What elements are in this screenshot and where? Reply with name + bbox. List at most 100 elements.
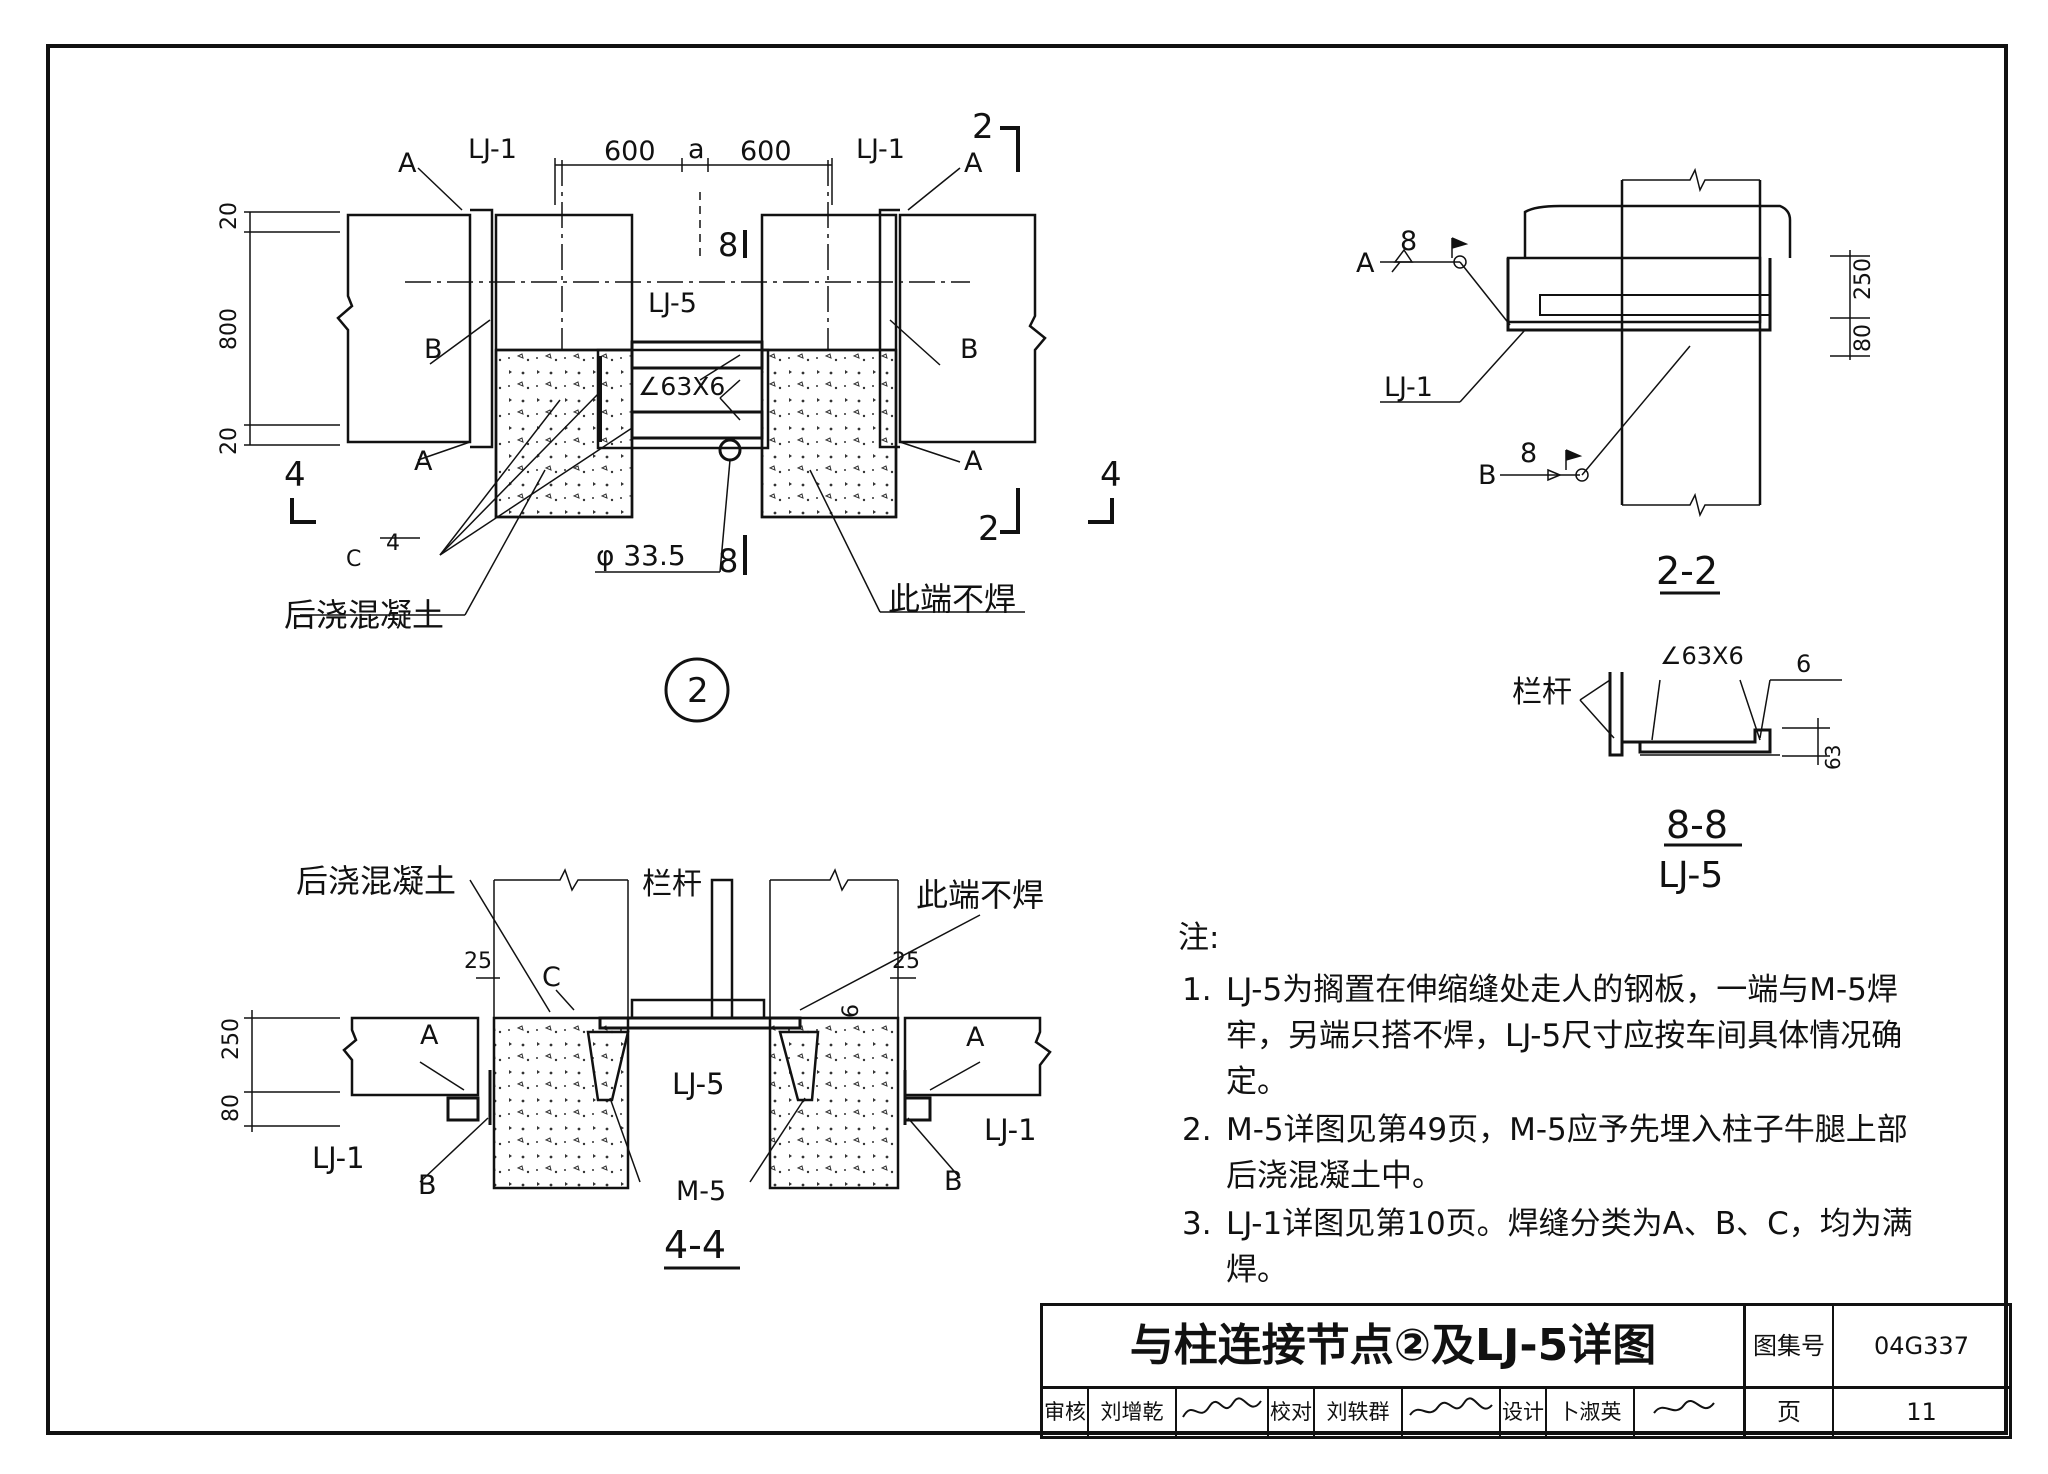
label-22-weld-b-size: 8 [1520, 438, 1537, 469]
label-88-weld-size: 6 [1796, 650, 1811, 678]
label-44-dim-80: 80 [219, 1094, 244, 1122]
right-concrete [760, 348, 898, 519]
label-no-weld: 此端不焊 [888, 580, 1016, 618]
note-item: 3. LJ-1详图见第10页。焊缝分类为A、B、C，均为满焊。 [1178, 1201, 1938, 1293]
label-22-lj1: LJ-1 [1384, 372, 1433, 403]
label-cut-2-bottom: 2 [978, 509, 1000, 549]
label-lj5: LJ-5 [648, 288, 697, 319]
label-dim-800: 800 [217, 308, 242, 350]
label-a: a [688, 134, 705, 165]
section-2-2-title: 2-2 [1656, 549, 1718, 593]
label-44-lj1-right: LJ-1 [984, 1113, 1037, 1147]
cut-2-bottom [1000, 488, 1020, 534]
label-weld-a-tl: A [398, 148, 417, 179]
column-2-2 [1620, 180, 1762, 505]
signature-mark [1409, 1397, 1493, 1416]
angle-top [630, 340, 764, 370]
note-text: M-5详图见第49页，M-5应予先埋入柱子牛腿上部后浇混凝土中。 [1226, 1112, 1908, 1194]
left-beam-44 [342, 1016, 480, 1097]
label-44-post-concrete: 后浇混凝土 [296, 862, 456, 900]
checker-signature [1403, 1389, 1501, 1436]
label-post-concrete: 后浇混凝土 [284, 596, 444, 634]
label-44-railing: 栏杆 [642, 867, 702, 902]
detail-2-marker: 2 [687, 671, 709, 711]
label-weld-a-bl: A [414, 446, 433, 477]
label-44-weld-a-left: A [420, 1020, 439, 1051]
section-8-8 [1579, 672, 1842, 847]
label-weld-a-br: A [964, 446, 983, 477]
reviewer-signature [1177, 1389, 1269, 1436]
m5-left [586, 1030, 630, 1102]
sheet-border [46, 44, 2008, 1435]
label-22-dim-80: 80 [1851, 324, 1876, 352]
label-weld-b-r: B [960, 334, 979, 365]
label-weld-b-l: B [424, 334, 443, 365]
notes: 注: 1. LJ-5为搁置在伸缩缝处走人的钢板，一端与M-5焊牢，另端只搭不焊，… [1178, 915, 1938, 1295]
pipe-circle [718, 438, 742, 462]
right-concrete-44 [768, 1016, 900, 1190]
title-block: 与柱连接节点②及LJ-5详图 图集号 04G337 审核 刘增乾 校对 刘轶群 … [1040, 1303, 2012, 1439]
notes-heading: 注: [1178, 920, 1220, 956]
label-cut-2-top: 2 [972, 107, 994, 147]
lj1-channel [1506, 256, 1762, 324]
label-pipe: φ 33.5 [596, 539, 686, 572]
label-44-weld-c: C [542, 962, 561, 993]
cut-2-top [1000, 126, 1020, 172]
beam-section [1523, 204, 1792, 258]
designer-name: 卜淑英 [1547, 1389, 1635, 1436]
cut-4-left [290, 498, 316, 524]
label-lj1-left: LJ-1 [468, 134, 517, 165]
checker-name: 刘轶群 [1315, 1389, 1403, 1436]
label-44-dim-6: 6 [839, 1004, 864, 1018]
label-44-weld-b-right: B [944, 1166, 963, 1197]
label-dim-20-bottom: 20 [217, 427, 242, 455]
railing-post [1608, 672, 1624, 757]
atlas-label: 图集号 [1746, 1306, 1834, 1389]
label-dim-20-top: 20 [217, 202, 242, 230]
section-4-4-title: 4-4 [664, 1223, 726, 1267]
label-lj1-right: LJ-1 [856, 134, 905, 165]
label-88-railing: 栏杆 [1512, 675, 1572, 710]
section-2-2 [1380, 167, 1870, 595]
note-number: 1. [1182, 972, 1212, 1008]
label-weld-a-tr: A [964, 148, 983, 179]
note-number: 3. [1182, 1206, 1212, 1242]
cut-4-right [1088, 498, 1114, 524]
design-label: 设计 [1501, 1389, 1547, 1436]
label-44-lj1-left: LJ-1 [312, 1141, 365, 1175]
label-cut-8-top: 8 [718, 226, 738, 264]
label-weld-c-size: 4 [386, 531, 400, 556]
label-44-weld-a-right: A [966, 1022, 985, 1053]
label-22-weld-a: A [1356, 248, 1375, 279]
detail-2-labels: LJ-1 600 a 600 LJ-1 2 2 4 4 8 8 20 800 2… [217, 107, 1122, 711]
signature-mark [1182, 1397, 1262, 1418]
label-88-dim-63: 63 [1821, 745, 1845, 770]
right-beam [898, 213, 1047, 444]
label-weld-c: C [346, 547, 361, 572]
label-cut-8-bottom: 8 [718, 542, 738, 580]
note-item: 2. M-5详图见第49页，M-5应予先埋入柱子牛腿上部后浇混凝土中。 [1178, 1107, 1938, 1199]
section-8-8-subtitle: LJ-5 [1658, 855, 1723, 896]
detail-2-circle [664, 657, 730, 723]
section-4-4-labels: 后浇混凝土 栏杆 此端不焊 25 25 C 6 250 80 A A LJ-5 … [219, 862, 1044, 1267]
note-item: 1. LJ-5为搁置在伸缩缝处走人的钢板，一端与M-5焊牢，另端只搭不焊，LJ-… [1178, 967, 1938, 1105]
note-text: LJ-1详图见第10页。焊缝分类为A、B、C，均为满焊。 [1226, 1206, 1913, 1288]
section-8-8-labels: 栏杆 ∠63X6 6 63 8-8 LJ-5 [1512, 642, 1845, 896]
drawing-title: 与柱连接节点②及LJ-5详图 [1043, 1306, 1746, 1389]
m5-right [778, 1030, 820, 1102]
label-600-left: 600 [604, 136, 656, 167]
left-beam [336, 213, 472, 444]
section-4-4 [244, 868, 1052, 1270]
note-number: 2. [1182, 1112, 1212, 1148]
label-44-lj5: LJ-5 [672, 1067, 725, 1101]
left-beam-plate [470, 208, 494, 449]
review-label: 审核 [1043, 1389, 1089, 1436]
label-cut-4-right: 4 [1100, 455, 1122, 495]
railing-44 [710, 878, 734, 1020]
page-label: 页 [1746, 1389, 1834, 1436]
left-concrete [494, 348, 634, 519]
signature-mark [1653, 1399, 1715, 1414]
right-beam-44 [903, 1016, 1052, 1097]
section-2-2-labels: A 8 B 8 LJ-1 250 80 2-2 [1356, 226, 1876, 593]
